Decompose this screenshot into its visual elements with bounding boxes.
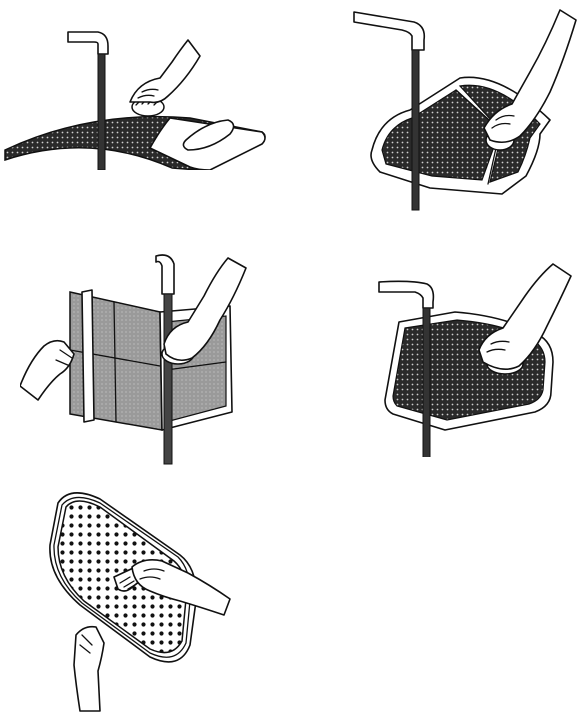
hand-icon bbox=[20, 341, 74, 400]
water-stream-icon bbox=[412, 50, 419, 210]
tap-icon bbox=[156, 255, 174, 294]
figure-folding-filter bbox=[20, 250, 260, 465]
wide-filter-illustration bbox=[0, 20, 270, 170]
water-stream-icon bbox=[98, 54, 105, 170]
tap-icon bbox=[379, 281, 433, 308]
figure-oval-filter bbox=[40, 485, 240, 713]
hand-icon bbox=[130, 40, 200, 102]
double-filter-illustration bbox=[350, 0, 578, 215]
hand-icon bbox=[164, 258, 246, 360]
hand-icon bbox=[479, 264, 571, 369]
tap-icon bbox=[68, 32, 108, 54]
square-filter-illustration bbox=[375, 262, 575, 457]
figure-wide-filter bbox=[0, 20, 270, 170]
water-stream-icon bbox=[423, 308, 430, 457]
hand-icon bbox=[484, 10, 576, 142]
tap-icon bbox=[354, 12, 424, 50]
oval-filter-illustration bbox=[40, 485, 240, 713]
figure-square-filter bbox=[375, 262, 575, 457]
figure-double-filter bbox=[350, 0, 578, 215]
water-stream-icon bbox=[164, 294, 172, 464]
folding-filter-illustration bbox=[20, 250, 260, 465]
filter-mesh-icon bbox=[5, 117, 265, 170]
hand-icon bbox=[74, 627, 104, 711]
